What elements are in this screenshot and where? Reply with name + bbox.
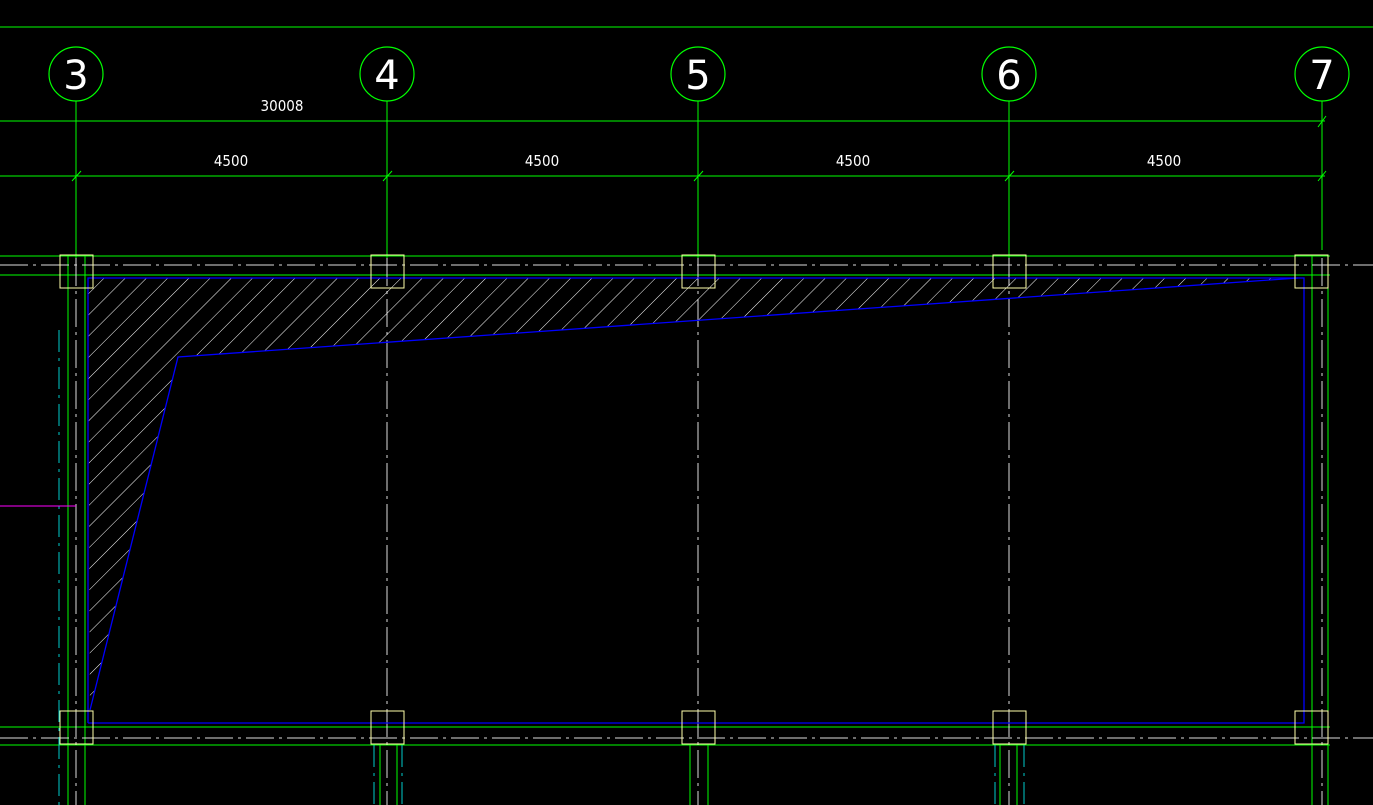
- columns: [59, 254, 1329, 745]
- axis-grid-lines: [75, 101, 1323, 258]
- axis-label: 7: [1309, 53, 1334, 99]
- column[interactable]: [1294, 710, 1329, 745]
- column[interactable]: [59, 710, 94, 745]
- hatched-slab-region[interactable]: [0, 250, 1373, 730]
- bay-dimension-text: 4500: [836, 152, 870, 170]
- beam-outlines: [0, 255, 1330, 805]
- axis-bubble-7[interactable]: 7: [1294, 46, 1350, 102]
- axis-bubbles: 3 4 5 6 7: [48, 46, 1350, 102]
- column[interactable]: [370, 254, 405, 289]
- bay-dimension-text: 4500: [214, 152, 248, 170]
- column[interactable]: [992, 710, 1027, 745]
- axis-label: 5: [685, 53, 710, 99]
- column[interactable]: [1294, 254, 1329, 289]
- bay-dimension-text: 4500: [1147, 152, 1181, 170]
- cyan-dashed-lines: [58, 330, 1025, 805]
- axis-bubble-5[interactable]: 5: [670, 46, 726, 102]
- dimension-lines: [0, 115, 1327, 182]
- overall-dimension-text: 30008: [261, 97, 304, 115]
- column[interactable]: [681, 710, 716, 745]
- center-lines: [0, 258, 1373, 805]
- axis-label: 4: [374, 53, 399, 99]
- bay-dimension-texts: 4500 4500 4500 4500: [214, 152, 1181, 170]
- column[interactable]: [992, 254, 1027, 289]
- axis-bubble-4[interactable]: 4: [359, 46, 415, 102]
- axis-label: 3: [63, 53, 88, 99]
- column[interactable]: [59, 254, 94, 289]
- column[interactable]: [370, 710, 405, 745]
- axis-label: 6: [996, 53, 1021, 99]
- axis-bubble-3[interactable]: 3: [48, 46, 104, 102]
- slab-outline[interactable]: [87, 277, 1305, 724]
- column[interactable]: [681, 254, 716, 289]
- bay-dimension-text: 4500: [525, 152, 559, 170]
- axis-bubble-6[interactable]: 6: [981, 46, 1037, 102]
